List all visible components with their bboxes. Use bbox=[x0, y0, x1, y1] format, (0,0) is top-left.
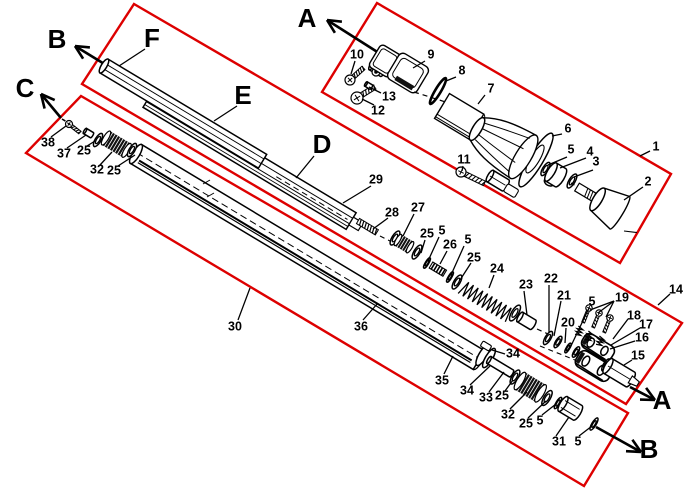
svg-text:19: 19 bbox=[615, 290, 629, 304]
svg-text:34: 34 bbox=[506, 346, 520, 360]
svg-text:9: 9 bbox=[428, 47, 435, 61]
svg-text:25: 25 bbox=[77, 143, 91, 157]
svg-text:5: 5 bbox=[575, 434, 582, 448]
svg-text:27: 27 bbox=[411, 200, 425, 214]
svg-text:17: 17 bbox=[639, 317, 653, 331]
svg-text:A: A bbox=[653, 385, 672, 415]
svg-text:D: D bbox=[313, 129, 332, 159]
svg-text:12: 12 bbox=[371, 103, 385, 117]
svg-text:3: 3 bbox=[593, 154, 600, 168]
svg-text:36: 36 bbox=[354, 319, 368, 333]
svg-text:28: 28 bbox=[385, 205, 399, 219]
svg-text:37: 37 bbox=[57, 146, 71, 160]
svg-text:A: A bbox=[298, 3, 317, 33]
svg-text:5: 5 bbox=[439, 223, 446, 237]
svg-text:20: 20 bbox=[561, 315, 575, 329]
svg-text:C: C bbox=[16, 73, 35, 103]
svg-text:5: 5 bbox=[465, 232, 472, 246]
svg-text:5: 5 bbox=[568, 142, 575, 156]
svg-text:13: 13 bbox=[382, 89, 396, 103]
svg-text:21: 21 bbox=[557, 288, 571, 302]
svg-text:14: 14 bbox=[669, 282, 683, 296]
svg-text:26: 26 bbox=[443, 237, 457, 251]
svg-text:18: 18 bbox=[627, 308, 641, 322]
svg-text:32: 32 bbox=[501, 407, 515, 421]
svg-text:25: 25 bbox=[107, 163, 121, 177]
svg-text:33: 33 bbox=[479, 390, 493, 404]
svg-text:11: 11 bbox=[457, 152, 470, 166]
svg-text:38: 38 bbox=[41, 135, 55, 149]
svg-text:25: 25 bbox=[519, 416, 533, 430]
svg-text:E: E bbox=[234, 80, 251, 110]
svg-text:24: 24 bbox=[490, 261, 504, 275]
svg-text:29: 29 bbox=[369, 172, 383, 186]
svg-text:31: 31 bbox=[552, 434, 566, 448]
svg-text:25: 25 bbox=[467, 250, 481, 264]
svg-text:10: 10 bbox=[350, 47, 364, 61]
svg-text:35: 35 bbox=[435, 373, 449, 387]
svg-text:4: 4 bbox=[587, 144, 594, 158]
svg-text:8: 8 bbox=[459, 63, 466, 77]
svg-text:23: 23 bbox=[519, 277, 533, 291]
svg-text:1: 1 bbox=[653, 139, 660, 153]
svg-text:7: 7 bbox=[488, 81, 495, 95]
svg-text:22: 22 bbox=[544, 271, 558, 285]
svg-text:F: F bbox=[144, 23, 160, 53]
svg-text:15: 15 bbox=[631, 348, 645, 362]
svg-text:34: 34 bbox=[460, 383, 474, 397]
svg-text:25: 25 bbox=[495, 388, 509, 402]
svg-text:6: 6 bbox=[565, 121, 572, 135]
svg-text:5: 5 bbox=[589, 294, 596, 308]
svg-text:B: B bbox=[48, 24, 67, 54]
svg-text:16: 16 bbox=[635, 330, 649, 344]
svg-text:5: 5 bbox=[537, 413, 544, 427]
svg-text:32: 32 bbox=[90, 162, 104, 176]
svg-text:2: 2 bbox=[645, 174, 652, 188]
svg-text:30: 30 bbox=[228, 319, 242, 333]
svg-text:25: 25 bbox=[420, 226, 434, 240]
svg-text:B: B bbox=[640, 434, 659, 464]
